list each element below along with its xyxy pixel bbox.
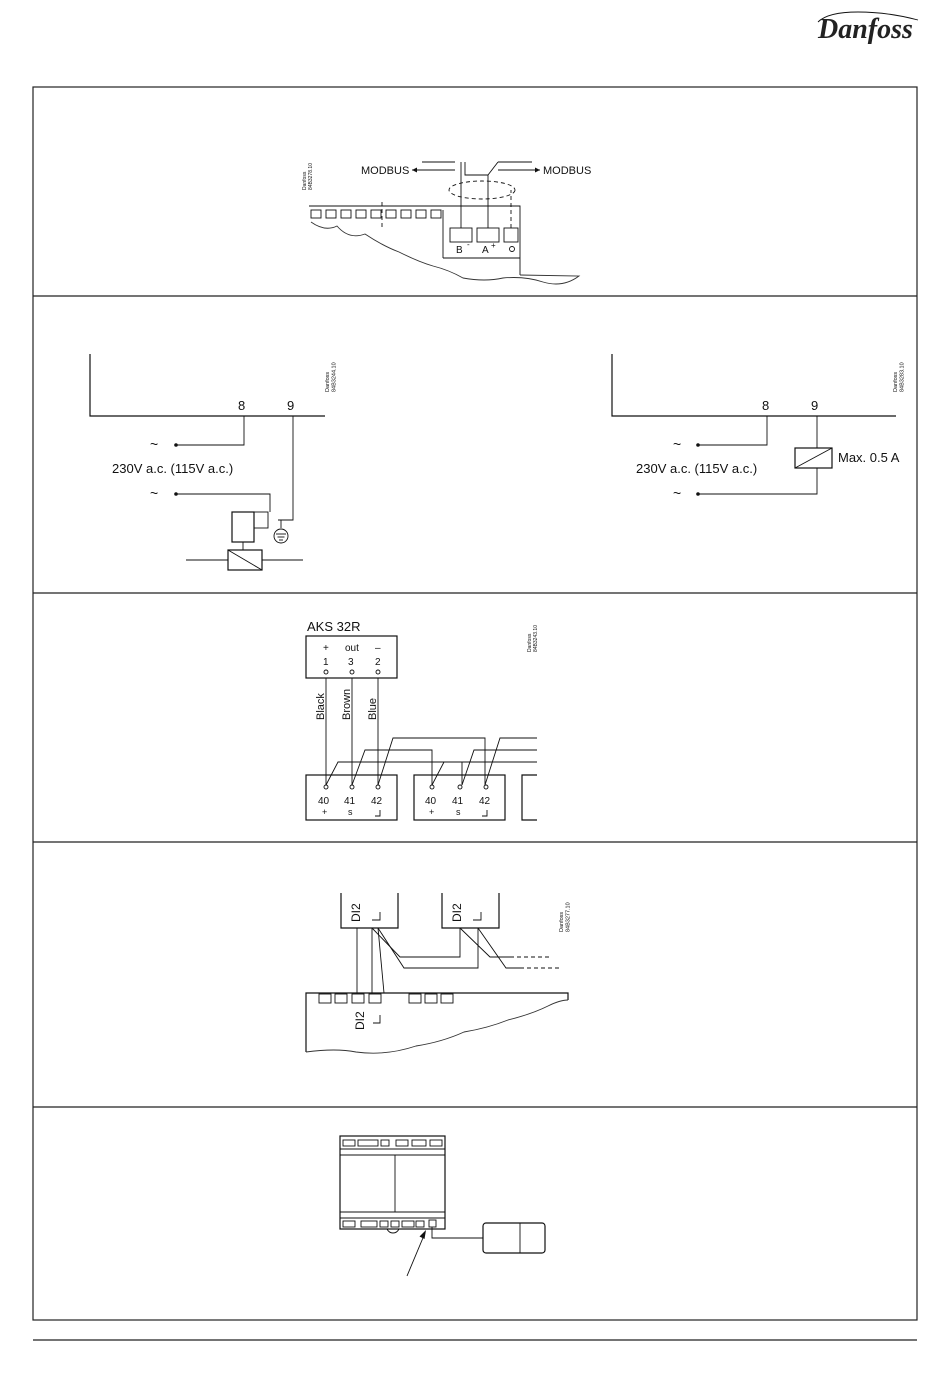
- sensor-pin-sign-3: –: [375, 643, 381, 654]
- doc-code-line-1: Danfoss: [893, 372, 899, 392]
- ctrl2-sign-s: s: [456, 807, 461, 817]
- panel-pressure-transmitter: AKS 32R Danfoss 84B3243.10 + out – 1 3 2…: [306, 619, 539, 820]
- di2-label-1: DI2: [349, 903, 363, 922]
- terminal-8-label: 8: [762, 398, 769, 413]
- modbus-right-label: MODBUS: [543, 165, 591, 177]
- danfoss-logo: Danfoss: [817, 12, 918, 45]
- ctrl1-terminal-42: 42: [371, 796, 383, 807]
- terminal-8-label: 8: [238, 398, 245, 413]
- terminal-b-label: B: [456, 245, 463, 256]
- ac-symbol-top: ~: [673, 436, 681, 452]
- sensor-name: AKS 32R: [307, 619, 360, 634]
- di2-label-3: DI2: [353, 1011, 367, 1030]
- supply-voltage-label: 230V a.c. (115V a.c.): [112, 461, 233, 476]
- ctrl1-sign-plus: +: [322, 807, 327, 817]
- doc-code-line-1: Danfoss: [559, 912, 565, 932]
- ac-symbol-bottom: ~: [150, 485, 158, 501]
- svg-text:-: -: [467, 240, 470, 249]
- panel-controller-display: [340, 1136, 545, 1276]
- doc-code-line-2: 84B3277.10: [566, 902, 572, 932]
- doc-code-line-2: 84B3278.10: [308, 163, 314, 190]
- sensor-pin-number-3: 3: [348, 657, 354, 668]
- doc-code-line-1: Danfoss: [325, 372, 331, 392]
- terminal-9-label: 9: [811, 398, 818, 413]
- sensor-pin-number-1: 1: [323, 657, 329, 668]
- ctrl2-terminal-41: 41: [452, 796, 464, 807]
- ctrl2-terminal-42: 42: [479, 796, 491, 807]
- ctrl1-sign-s: s: [348, 807, 353, 817]
- diagram-frame: [33, 87, 917, 1340]
- doc-code-line-2: 84B3244.10: [332, 362, 338, 392]
- panel-relay-right: Danfoss 84B3283.10 8 9 ~ 230V a.c. (115V…: [612, 354, 906, 501]
- supply-voltage-label: 230V a.c. (115V a.c.): [636, 461, 757, 476]
- logo-text: Danfoss: [817, 14, 913, 45]
- svg-text:Danfoss 84B3243.10: Danfoss 84B3243.10: [527, 625, 539, 652]
- wire-color-black: Black: [315, 693, 327, 720]
- sensor-pin-sign-2: out: [345, 643, 359, 654]
- ac-symbol-bottom: ~: [673, 485, 681, 501]
- ctrl2-terminal-40: 40: [425, 796, 437, 807]
- ctrl1-terminal-40: 40: [318, 796, 330, 807]
- doc-code-line-2: 84B3283.10: [900, 362, 906, 392]
- sensor-pin-sign-1: +: [323, 643, 329, 654]
- ctrl2-sign-plus: +: [429, 807, 434, 817]
- doc-code-line-2: 84B3243.10: [533, 625, 539, 652]
- svg-text:Danfoss 84B3244.10: Danfoss 84B3244.10: [325, 362, 338, 392]
- panel-digital-input: Danfoss 84B3277.10 DI2 DI2 DI2: [306, 893, 572, 1053]
- modbus-left-label: MODBUS: [361, 165, 409, 177]
- relay-max-current-label: Max. 0.5 A: [838, 450, 900, 465]
- sensor-pin-number-2: 2: [375, 657, 381, 668]
- terminal-a-label: A: [482, 245, 489, 256]
- ac-symbol-top: ~: [150, 436, 158, 452]
- ctrl1-terminal-41: 41: [344, 796, 356, 807]
- svg-text:Danfoss 84B3283.10: Danfoss 84B3283.10: [893, 362, 906, 392]
- wire-color-blue: Blue: [367, 698, 379, 720]
- terminal-9-label: 9: [287, 398, 294, 413]
- wire-color-brown: Brown: [341, 689, 353, 720]
- svg-text:Danfoss 84B3278.10: Danfoss 84B3278.10: [302, 163, 314, 190]
- svg-text:+: +: [491, 241, 496, 250]
- panel-modbus: Danfoss 84B3278.10 MODBUS MODBUS B - A: [302, 162, 591, 284]
- svg-text:Danfoss 84B3277.10: Danfoss 84B3277.10: [559, 902, 572, 932]
- di2-label-2: DI2: [450, 903, 464, 922]
- panel-valve-left: Danfoss 84B3244.10 8 9 ~ 230V a.c. (115V…: [90, 354, 338, 570]
